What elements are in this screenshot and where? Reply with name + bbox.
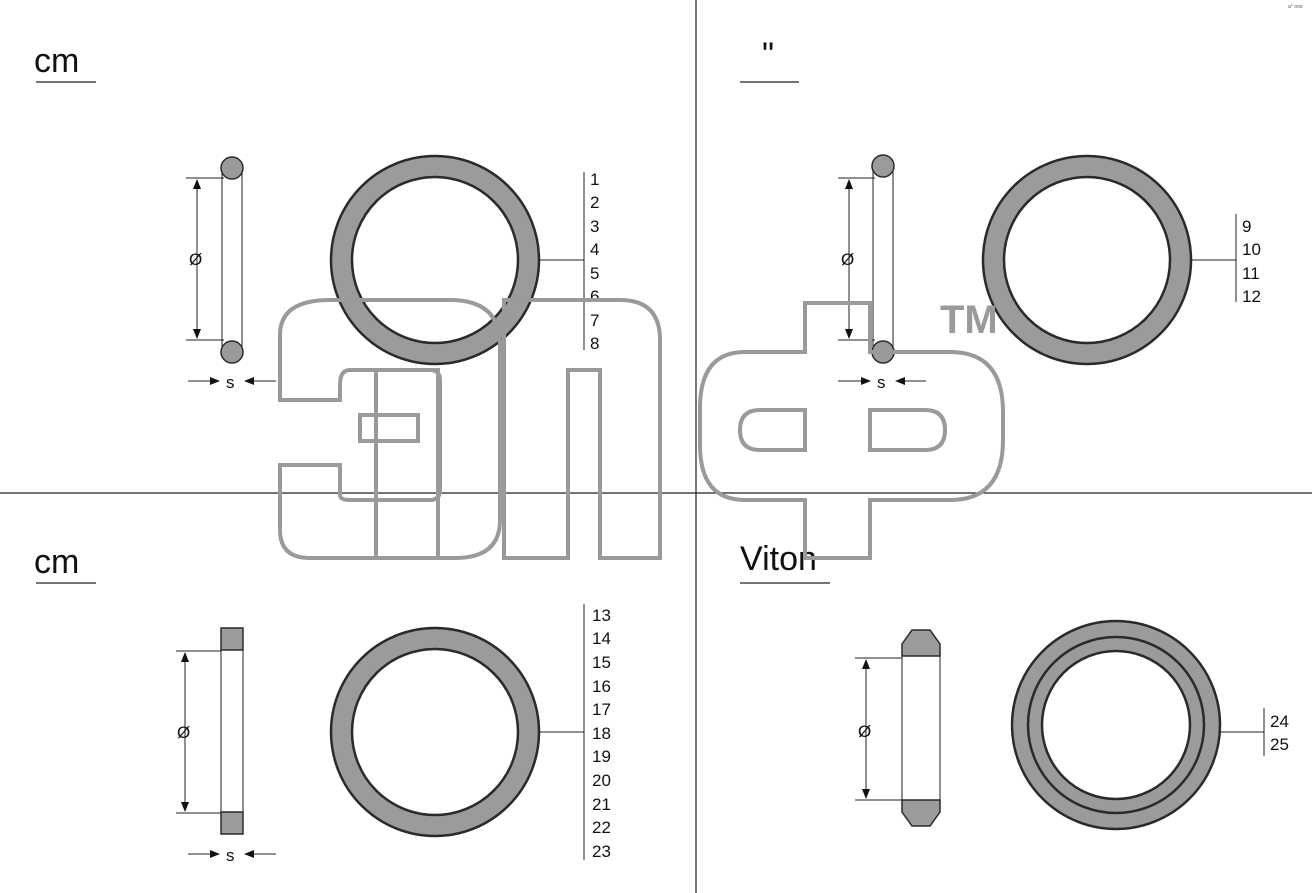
diameter-label-top-right: Ø [841,250,854,269]
part-number: 15 [592,653,611,672]
part-number: 22 [592,818,611,837]
diameter-label-bottom-right: Ø [858,722,871,741]
part-numbers-top-left: 1 2 3 4 5 6 7 8 [590,170,599,353]
part-number: 11 [1242,264,1260,283]
part-number: 19 [592,747,611,766]
trademark-symbol: TM [940,298,998,342]
oring-front-view-top-left [329,154,541,366]
watermark-logo: TM [278,298,1005,560]
part-number: 1 [590,170,599,189]
part-number: 14 [592,629,611,648]
part-number: 16 [592,677,611,696]
unit-label-bottom-left: cm [34,543,79,581]
section-label-bottom-left: s [226,846,235,865]
part-number: 24 [1270,712,1289,731]
section-label-top-left: s [226,373,235,392]
part-number: 12 [1242,287,1261,306]
part-numbers-top-right: 9 10 11 12 [1242,217,1261,306]
part-number: 25 [1270,735,1289,754]
gasket-front-view-bottom-left [329,626,541,838]
quadrant-bottom-left: cm Ø s 13 14 15 16 17 18 1 [34,543,611,865]
seal-side-view-bottom-right: Ø [855,629,941,827]
unit-label-top-right: " [762,36,774,74]
gasket-side-view-bottom-left: Ø s [176,627,276,865]
diameter-label-bottom-left: Ø [177,723,190,742]
part-number: 13 [592,606,611,625]
unit-label-top-left: cm [34,42,79,80]
part-number: 4 [590,240,599,259]
quadrant-bottom-right: Viton Ø 24 25 [740,540,1289,831]
part-number: 23 [592,842,611,861]
oring-front-view-top-right [981,154,1193,366]
part-numbers-bottom-right: 24 25 [1270,712,1289,754]
oring-side-view-top-right: Ø s [838,154,926,392]
part-number: 18 [592,724,611,743]
part-number: 17 [592,700,611,719]
quadrant-top-right: " Ø s 9 10 11 12 [740,36,1261,392]
part-numbers-bottom-left: 13 14 15 16 17 18 19 20 21 22 23 [592,606,611,861]
corner-mark: a⁰ ooo [1288,4,1303,10]
part-number: 21 [592,795,611,814]
part-number: 7 [590,311,599,330]
part-number: 2 [590,193,599,212]
section-label-top-right: s [877,373,886,392]
quadrant-top-left: cm Ø s 1 2 3 4 5 6 [34,42,599,392]
diameter-label-top-left: Ø [189,250,202,269]
part-number: 10 [1242,240,1261,259]
part-number: 9 [1242,217,1251,236]
part-number: 6 [590,287,599,306]
part-number: 8 [590,334,599,353]
seal-front-view-bottom-right [1010,619,1222,831]
part-number: 20 [592,771,611,790]
part-number: 5 [590,264,599,283]
oring-side-view-top-left: Ø s [186,156,276,392]
part-number: 3 [590,217,599,236]
